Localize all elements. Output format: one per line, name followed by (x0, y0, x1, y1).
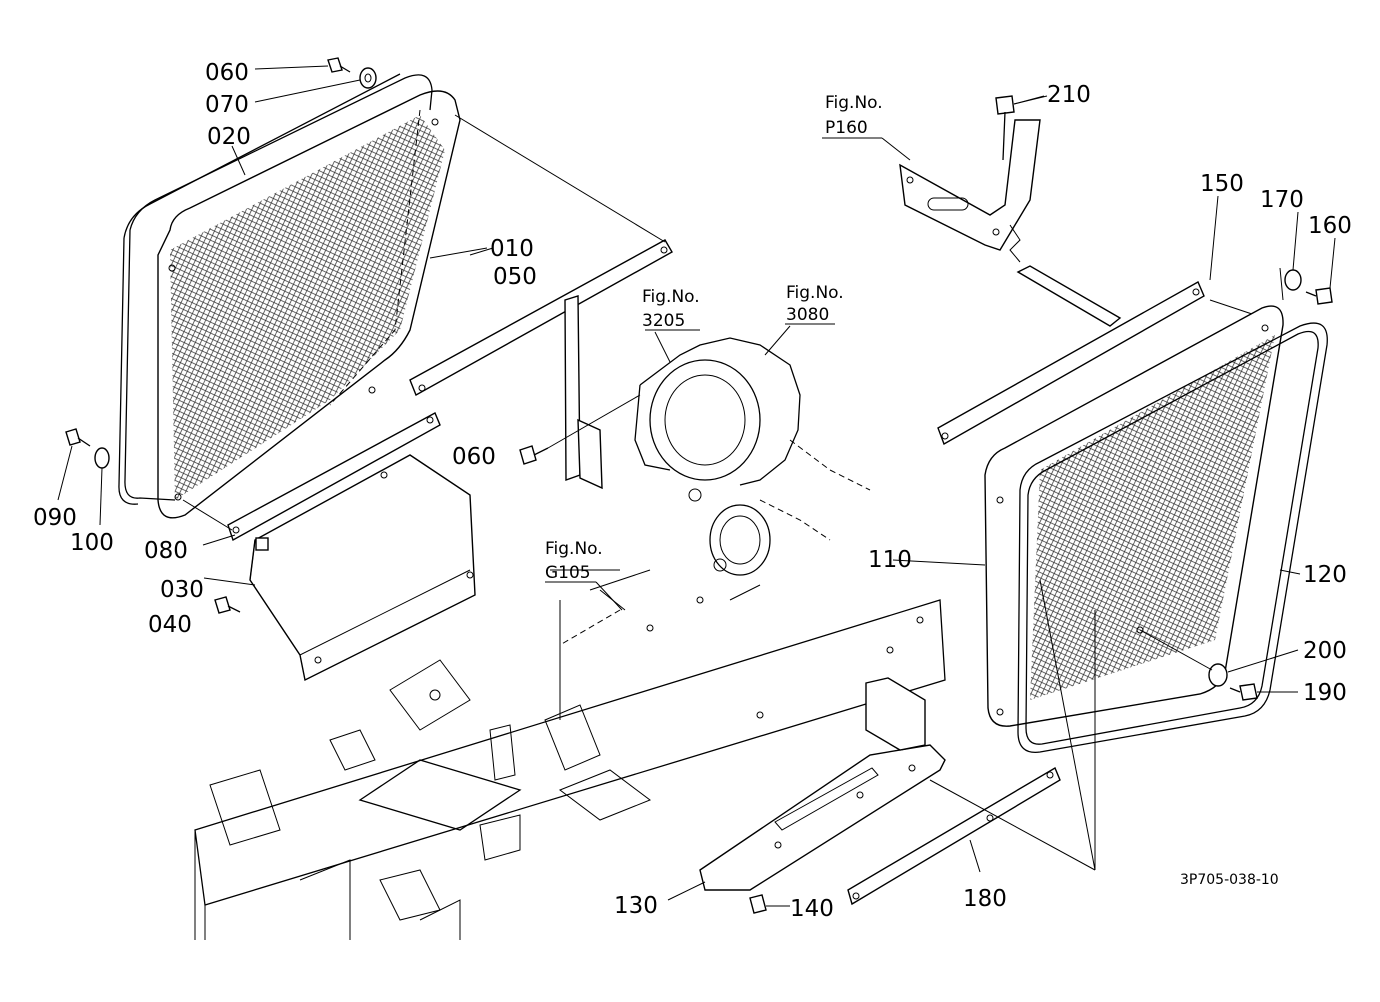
callout-130: 130 (614, 893, 658, 919)
fig-ref-3205-label: Fig.No. (642, 287, 700, 307)
callout-050: 050 (493, 264, 537, 290)
drawing-code: 3P705-038-10 (1180, 872, 1279, 888)
stay-080 (182, 412, 441, 542)
bracket-p160 (822, 119, 1041, 263)
bolt-140 (749, 894, 790, 914)
callout-200: 200 (1303, 638, 1347, 664)
callout-180: 180 (963, 886, 1007, 912)
bolt-090 (57, 428, 91, 501)
left-seal-020 (118, 73, 433, 505)
frame-g105 (194, 569, 946, 940)
callout-110: 110 (868, 547, 912, 573)
fig-ref-3080-label: Fig.No. (786, 283, 844, 303)
cover-130 (667, 677, 946, 901)
callout-060-top: 060 (205, 60, 249, 86)
callout-160: 160 (1308, 213, 1352, 239)
fig-ref-p160-label: Fig.No. (825, 93, 883, 113)
fig-ref-g105-number: G105 (545, 563, 591, 583)
callout-060-mid: 060 (452, 444, 496, 470)
callout-labels: 060 070 020 010 050 060 090 100 080 030 … (33, 60, 1352, 922)
bolt-040 (214, 596, 241, 614)
callout-120: 120 (1303, 562, 1347, 588)
callout-030: 030 (160, 577, 204, 603)
stay-150 (937, 195, 1271, 446)
callout-070: 070 (205, 92, 249, 118)
stay-050 (409, 114, 673, 490)
bolt-160 (1305, 237, 1336, 305)
right-seal-120 (1017, 322, 1328, 753)
bolt-060-mid (519, 394, 641, 465)
callout-210: 210 (1047, 82, 1091, 108)
fig-ref-3080-number: 3080 (786, 305, 829, 325)
bolt-190 (1229, 683, 1298, 701)
callout-140: 140 (790, 896, 834, 922)
callout-020: 020 (207, 124, 251, 150)
callout-090: 090 (33, 505, 77, 531)
washer-170 (1279, 211, 1302, 301)
bolt-060-top (254, 57, 351, 73)
washer-200 (1139, 629, 1299, 687)
washer-070 (254, 67, 377, 103)
right-side-cover-110 (984, 305, 1284, 727)
engine-housing (634, 323, 871, 601)
callout-leaders (202, 95, 1048, 586)
fig-ref-p160-number: P160 (825, 118, 868, 138)
callout-190: 190 (1303, 680, 1347, 706)
washer-100 (94, 447, 110, 526)
callout-080: 080 (144, 538, 188, 564)
stay-180 (847, 579, 1096, 906)
callout-150: 150 (1200, 171, 1244, 197)
figure-references: Fig.No. P160 Fig.No. 3205 Fig.No. 3080 F… (545, 93, 883, 611)
callout-100: 100 (70, 530, 114, 556)
left-side-cover-010 (157, 90, 461, 519)
cover-030 (249, 454, 476, 682)
callout-040: 040 (148, 612, 192, 638)
callout-170: 170 (1260, 187, 1304, 213)
fig-ref-g105-label: Fig.No. (545, 539, 603, 559)
fig-ref-3205-number: 3205 (642, 311, 685, 331)
callout-010: 010 (490, 236, 534, 262)
